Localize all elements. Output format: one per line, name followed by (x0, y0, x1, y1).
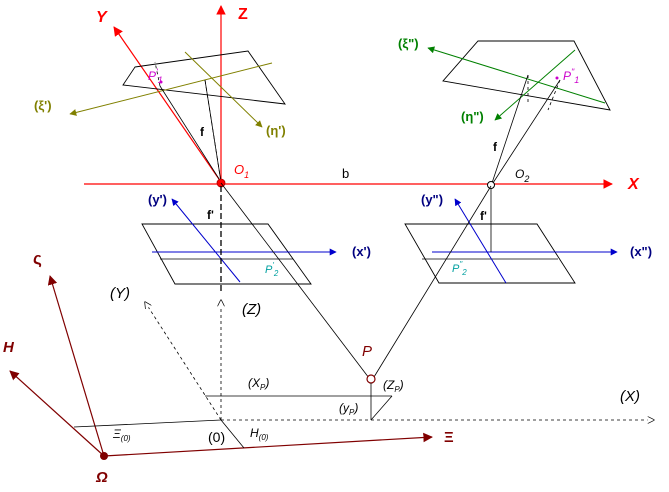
focal-f-right-bottom: f' (480, 209, 487, 223)
object-point-P (366, 374, 376, 384)
proj-ray-left-1 (159, 85, 222, 183)
focal-f-left-top: f (200, 125, 205, 139)
left-lower-photo: f' (x') (y') P'2 (141, 186, 371, 292)
proj-ray-right-1 (490, 74, 529, 187)
P1-dprime-label: P"1 (563, 67, 579, 85)
left-upper-plane (122, 50, 286, 105)
xi-prime-label: (ξ') (34, 98, 52, 113)
right-upper-plane (442, 40, 611, 111)
P1-prime-label: P'1 (148, 67, 163, 85)
xi-axis-line (103, 432, 433, 457)
P2-dprime-label: P"2 (452, 260, 467, 277)
y-dprime-axis (454, 198, 507, 284)
H-axis-label: H (3, 339, 15, 356)
eta-dprime-label: (η") (461, 109, 484, 124)
y-prime-axis (171, 198, 241, 283)
y-dprime-label: (y") (421, 192, 443, 207)
Xi-axis-label: Ξ (444, 429, 454, 446)
object-axes (84, 5, 613, 189)
origin-0-label: (0) (208, 429, 225, 445)
eta-prime-axis (184, 51, 263, 128)
x-prime-label: (x') (352, 244, 371, 259)
axis-letters: Z Y X (96, 6, 640, 193)
H0-label: H(0) (250, 426, 269, 442)
center-O2-label: O2 (515, 167, 529, 184)
XP-label: (XP) (248, 376, 269, 392)
eta-prime-label: (η') (266, 123, 286, 138)
varsigma-axis-line (47, 275, 105, 457)
yp-line (370, 395, 393, 421)
geodetic-system: Ω Ξ H ς Ξ(0) H(0) (3, 249, 454, 486)
ray-O2-to-P (373, 185, 492, 378)
y-prime-label: (y') (148, 192, 167, 207)
rays-to-P: P (220, 182, 492, 384)
paren-X-label: (X) (620, 388, 640, 405)
H-axis-line (9, 370, 105, 457)
xi-prime-axis (69, 62, 273, 116)
paren-Y-axis (145, 302, 222, 421)
left-upper-photo: f P'1 (ξ') (η') (34, 50, 286, 183)
point-P-label: P (362, 343, 372, 360)
P2-prime-label: P'2 (265, 261, 279, 278)
axis-Y-label: Y (96, 9, 108, 26)
baseline-b-label: b (342, 166, 349, 181)
axis-Z-label: Z (238, 6, 248, 23)
focal-f-right-top: f (493, 140, 498, 154)
right-lower-photo: f' (x") (y") P"2 (404, 188, 652, 284)
right-upper-photo: f P"1 (ξ") (η") (398, 36, 611, 187)
center-O1-label: O1 (234, 162, 249, 180)
P1-prime-point (159, 80, 163, 84)
x-dprime-label: (x") (630, 244, 652, 259)
Xi0-label: Ξ(0) (112, 427, 131, 443)
Omega-label: Ω (95, 469, 108, 486)
ZP-label: (ZP) (383, 378, 404, 394)
object-coordinates: (Z) (Y) (X) (XP) (yP) (ZP) (0) (110, 285, 654, 445)
YP-label: (yP) (339, 401, 358, 417)
y-axis-line (113, 26, 222, 183)
paren-Z-label: (Z) (242, 301, 261, 318)
ray-O1-to-P (220, 182, 370, 379)
P1-dprime-point (555, 76, 559, 80)
center-O2-point (487, 181, 495, 189)
proj-dash-left-2 (154, 61, 161, 87)
Omega-point (100, 452, 108, 460)
varsigma-axis-label: ς (33, 249, 42, 268)
proj-dash-left (204, 79, 222, 183)
xi0-line (73, 419, 222, 428)
xi-dprime-label: (ξ") (398, 36, 419, 51)
axis-X-label: X (627, 176, 640, 193)
paren-Y-label: (Y) (110, 285, 130, 302)
proj-dash-right-2 (547, 79, 561, 111)
eta-dprime-axis (494, 49, 576, 121)
proj-ray-right-2 (490, 79, 561, 187)
xi-dprime-axis (427, 46, 606, 104)
right-lower-plane (404, 223, 576, 284)
left-lower-plane (141, 223, 312, 285)
H0-line (220, 419, 245, 449)
focal-f-left-bottom: f' (207, 208, 214, 222)
